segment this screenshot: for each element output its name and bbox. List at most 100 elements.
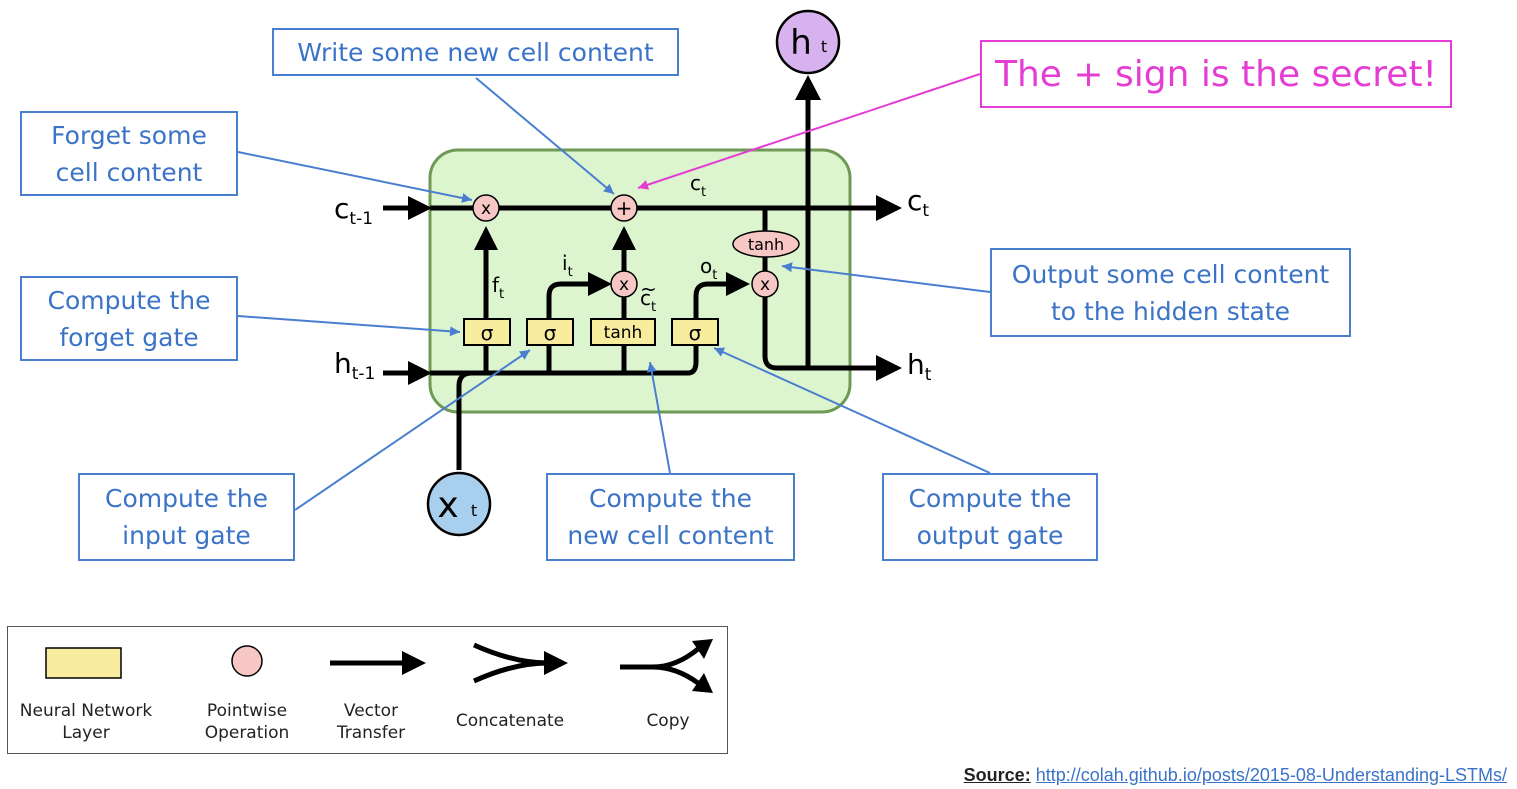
it-label: it [562, 251, 573, 280]
svg-text:t: t [471, 501, 477, 520]
newcell-arrowhead [612, 226, 636, 250]
annotation-output-line2: to the hidden state [1050, 296, 1291, 326]
pointer-newcell [646, 361, 671, 474]
legend-concat-arrowhead [544, 651, 568, 675]
xt-node: x t [426, 471, 492, 537]
output-multiply-op: x [751, 270, 779, 298]
pointer-output [781, 262, 991, 293]
annotation-newcell-line2: new cell content [567, 521, 774, 550]
annotation-secret-text: The + sign is the secret! [994, 53, 1437, 95]
input-gate-arrowhead [588, 272, 612, 296]
legend-copy-text: Copy [646, 711, 690, 731]
lstm-cell [428, 148, 852, 414]
annotation-newcell-line1: Compute the [589, 484, 752, 513]
legend-copy-arrowhead-top [692, 639, 713, 659]
annotation-fgate-line1: Compute the [47, 285, 211, 315]
ht-out-label: ht [907, 348, 932, 385]
pointer-write [475, 77, 615, 195]
pointer-ogate [713, 347, 991, 474]
ct-out-label: ct [907, 184, 929, 221]
ct-mid-label: ct [690, 171, 706, 200]
xt-line [456, 370, 473, 470]
newcell-tanh-layer: tanh [590, 318, 656, 346]
annotation-secret: The + sign is the secret! [980, 40, 1452, 108]
output-tanh-op: tanh [732, 230, 800, 258]
legend-nn-label: Neural Network Layer [12, 700, 160, 744]
legend-nn-line2: Layer [62, 723, 110, 743]
annotation-forget-cell: Forget some cell content [20, 111, 238, 196]
output-gate-line [693, 281, 730, 330]
ctilde-tilde: ~ [640, 277, 657, 301]
pointer-forget [237, 151, 473, 203]
annotation-igate-line1: Compute the [105, 484, 268, 513]
legend-copy-label: Copy [618, 710, 718, 732]
annotation-fgate-line2: forget gate [59, 322, 199, 352]
legend-vt-label: Vector Transfer [318, 700, 424, 744]
svg-text:x: x [760, 275, 770, 295]
annotation-output-line1: Output some cell content [1011, 259, 1330, 289]
input-gate-layer: σ [526, 318, 574, 346]
annotation-input-gate: Compute the input gate [78, 473, 295, 561]
source-line: Source: http://colah.github.io/posts/201… [964, 765, 1507, 786]
ctilde-label: ct [640, 286, 656, 315]
legend-pointwise-icon [231, 645, 263, 677]
mult-to-ht-line [762, 296, 880, 371]
legend-concat-lines [472, 642, 549, 684]
legend-concat-text: Concatenate [455, 711, 565, 731]
bus-to-output-gate [687, 345, 699, 376]
legend-pw-line1: Pointwise [206, 701, 288, 721]
forget-gate-layer: σ [463, 318, 511, 346]
forget-multiply-op: x [472, 194, 500, 222]
legend-nn-line1: Neural Network [19, 701, 153, 721]
legend: Neural Network Layer Pointwise Operation… [7, 626, 728, 754]
svg-text:σ: σ [481, 321, 494, 345]
source-label: Source: [963, 765, 1031, 785]
ht-node: h t [775, 9, 841, 75]
annotation-ogate-line1: Compute the [908, 484, 1072, 513]
h-prev-label: ht-1 [334, 347, 375, 384]
forget-gate-arrowhead [474, 226, 498, 250]
source-link[interactable]: http://colah.github.io/posts/2015-08-Und… [1035, 765, 1507, 785]
legend-pw-label: Pointwise Operation [184, 700, 310, 744]
legend-layer-icon [45, 647, 122, 679]
c-prev-arrowhead [408, 196, 432, 220]
legend-pw-line2: Operation [204, 723, 290, 743]
svg-text:+: + [616, 196, 633, 220]
output-gate-layer: σ [671, 318, 719, 346]
legend-concat-label: Concatenate [440, 710, 580, 732]
annotation-igate-line2: input gate [122, 521, 251, 550]
svg-text:σ: σ [544, 321, 557, 345]
legend-vt-line2: Transfer [336, 723, 406, 743]
pointer-fgate [237, 315, 461, 337]
output-gate-arrowhead [726, 272, 750, 296]
svg-text:t: t [821, 37, 827, 56]
svg-text:x: x [481, 199, 491, 219]
svg-text:σ: σ [689, 321, 702, 345]
ht-arrowhead [876, 355, 902, 381]
legend-icons [45, 639, 713, 693]
input-gate-line [546, 281, 592, 373]
annotation-write-cell: Write some new cell content [272, 28, 679, 76]
annotation-write-text: Write some new cell content [297, 37, 654, 67]
ot-label: ot [700, 254, 717, 283]
legend-copy-lines [620, 647, 700, 686]
c-prev-label: ct-1 [334, 192, 373, 229]
annotation-ogate-line2: output gate [916, 521, 1064, 550]
annotation-forget-line2: cell content [55, 157, 203, 187]
ft-label: ft [492, 273, 504, 302]
annotation-forget-gate: Compute the forget gate [20, 276, 238, 361]
svg-text:tanh: tanh [604, 323, 643, 343]
svg-text:x: x [619, 275, 629, 295]
cell-add-op: + [610, 194, 638, 222]
legend-copy-arrowhead-bottom [692, 673, 713, 693]
ht-up-arrowhead [795, 75, 821, 100]
legend-vt-line1: Vector [343, 701, 399, 721]
svg-text:h: h [790, 23, 812, 63]
annotation-output-gate: Compute the output gate [882, 473, 1098, 561]
h-prev-arrowhead [408, 361, 432, 385]
pointer-igate [294, 349, 531, 511]
annotation-new-cell: Compute the new cell content [546, 473, 795, 561]
input-multiply-op: x [610, 270, 638, 298]
svg-text:x: x [437, 485, 458, 526]
